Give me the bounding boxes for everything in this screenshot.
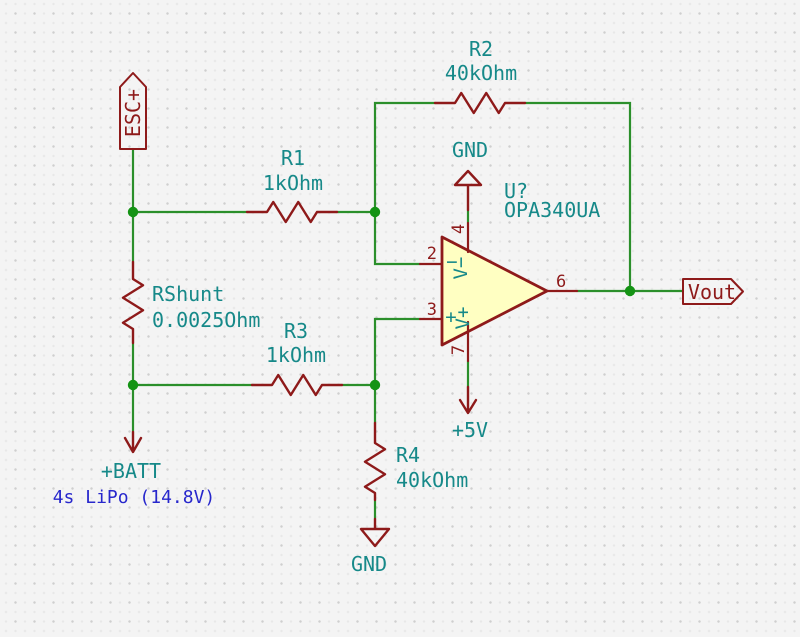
- resistor-r3-value[interactable]: 1kOhm: [266, 343, 326, 367]
- junctions: [127, 206, 636, 391]
- resistor-rshunt-value[interactable]: 0.0025Ohm: [152, 308, 260, 332]
- resistor-r3-body[interactable]: [250, 373, 344, 397]
- junction-dot[interactable]: [369, 379, 381, 391]
- wire-node-to-pin3[interactable]: [373, 317, 422, 387]
- vout-label-shape[interactable]: [682, 278, 744, 305]
- resistor-r4-body[interactable]: [363, 421, 387, 502]
- junction-dot[interactable]: [127, 379, 139, 391]
- plus5v-label[interactable]: +5V: [452, 418, 488, 442]
- wire-r2-to-output-node[interactable]: [523, 101, 632, 293]
- vout-label-text[interactable]: Vout: [688, 280, 736, 304]
- opamp-ref[interactable]: U?: [504, 179, 528, 203]
- opamp-body[interactable]: [440, 235, 549, 347]
- resistor-r1-body[interactable]: [245, 200, 339, 224]
- batt-label[interactable]: +BATT: [101, 459, 161, 483]
- esc-label-text[interactable]: ESC+: [121, 89, 145, 137]
- power-gnd-bottom: GND: [351, 517, 391, 576]
- resistor-r4-value[interactable]: 40kOhm: [396, 468, 468, 492]
- opamp-value[interactable]: OPA340UA: [504, 198, 600, 222]
- junction-dot[interactable]: [127, 206, 139, 218]
- resistor-rshunt-ref[interactable]: RShunt: [152, 282, 224, 306]
- opamp-inverting-marker: −: [446, 251, 457, 273]
- plus5v-symbol[interactable]: [458, 385, 478, 415]
- opamp-pin4-number: 4: [449, 224, 469, 234]
- esc-label-shape[interactable]: [119, 72, 147, 150]
- opamp-pin3-number: 3: [427, 300, 437, 320]
- opamp-pin6-number: 6: [556, 272, 566, 292]
- resistor-r4: R4 40kOhm: [363, 421, 468, 502]
- gnd-bottom-symbol[interactable]: [359, 517, 391, 548]
- opamp-u: 2 3 6 4 7 − + V− V+ U? OPA340UA: [418, 179, 600, 363]
- opamp-vminus-marker: V−: [450, 257, 472, 280]
- batt-symbol[interactable]: [123, 430, 143, 454]
- resistor-r4-ref[interactable]: R4: [396, 443, 420, 467]
- opamp-noninverting-marker: +: [445, 306, 456, 328]
- resistor-r2: R2 40kOhm: [433, 37, 527, 115]
- wire-node-up-to-r2[interactable]: [373, 101, 437, 214]
- opamp-vplus-marker: V+: [452, 307, 474, 330]
- resistor-r1-value[interactable]: 1kOhm: [263, 171, 323, 195]
- opamp-pin2-number: 2: [427, 244, 437, 264]
- wires: [131, 101, 685, 521]
- power-batt: +BATT 4s LiPo (14.8V): [53, 430, 216, 508]
- gnd-bottom-label[interactable]: GND: [351, 552, 387, 576]
- resistor-r3: R3 1kOhm: [250, 319, 344, 397]
- resistor-r2-body[interactable]: [433, 91, 527, 115]
- wire-node-to-pin2[interactable]: [373, 210, 422, 266]
- resistor-r2-value[interactable]: 40kOhm: [445, 61, 517, 85]
- battery-note[interactable]: 4s LiPo (14.8V): [53, 487, 216, 508]
- junction-dot[interactable]: [369, 206, 381, 218]
- global-label-esc: ESC+: [119, 72, 147, 150]
- global-label-vout: Vout: [682, 278, 744, 305]
- resistor-r1: R1 1kOhm: [245, 146, 339, 224]
- power-plus5v: +5V: [452, 385, 488, 442]
- resistor-r2-ref[interactable]: R2: [469, 37, 493, 61]
- resistor-rshunt-body[interactable]: [121, 260, 145, 345]
- resistor-r1-ref[interactable]: R1: [281, 146, 305, 170]
- gnd-top-label[interactable]: GND: [452, 138, 488, 162]
- opamp-pin7-number: 7: [449, 345, 469, 355]
- power-gnd-top: GND: [452, 138, 488, 212]
- resistor-r3-ref[interactable]: R3: [284, 319, 308, 343]
- junction-dot[interactable]: [624, 285, 636, 297]
- resistor-rshunt: RShunt 0.0025Ohm: [121, 260, 260, 345]
- gnd-top-symbol[interactable]: [453, 169, 483, 212]
